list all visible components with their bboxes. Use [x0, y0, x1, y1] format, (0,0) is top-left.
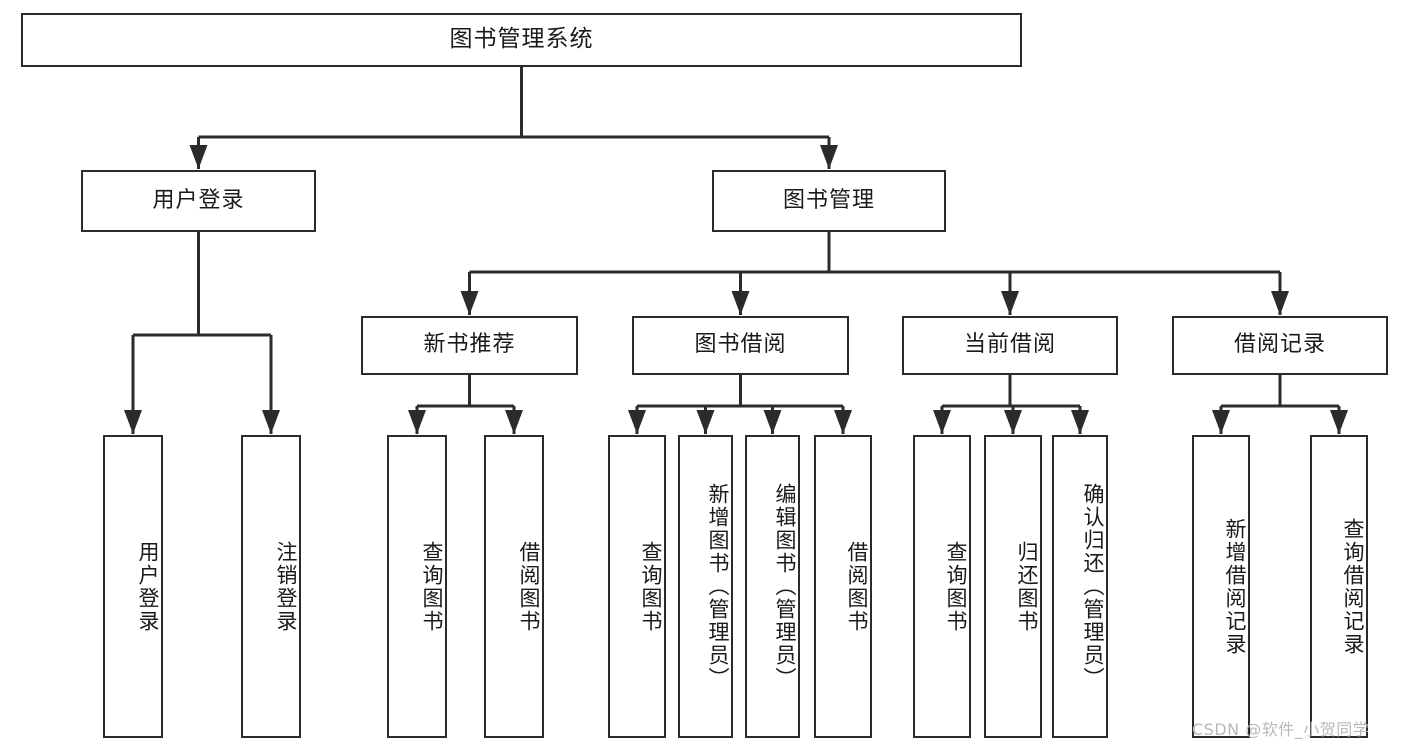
arrow-head-icon: [1001, 291, 1019, 315]
node-leaf-confirm-return[interactable]: 确认归还（管理员）: [1052, 435, 1108, 738]
node-book-manage[interactable]: 图书管理: [712, 170, 946, 232]
arrow-head-icon: [731, 291, 750, 315]
node-leaf-logout-label: 注销登录: [274, 540, 298, 633]
node-leaf-user-login-label: 用户登录: [136, 540, 160, 633]
node-leaf-query-book-3-label: 查询图书: [944, 540, 968, 633]
node-leaf-logout[interactable]: 注销登录: [241, 435, 301, 738]
arrow-head-icon: [933, 410, 951, 434]
node-leaf-query-book-2[interactable]: 查询图书: [608, 435, 666, 738]
arrow-head-icon: [834, 410, 852, 434]
arrow-head-icon: [124, 410, 142, 434]
arrow-head-icon: [460, 291, 479, 315]
arrow-head-icon: [262, 410, 280, 434]
arrow-head-icon: [820, 145, 838, 169]
node-borrow-record-label: 借阅记录: [1233, 332, 1326, 358]
arrow-head-icon: [408, 410, 426, 434]
node-leaf-return-book[interactable]: 归还图书: [984, 435, 1042, 738]
node-leaf-borrow-book-2[interactable]: 借阅图书: [814, 435, 872, 738]
node-new-book-rec-label: 新书推荐: [423, 332, 516, 358]
node-user-login-label: 用户登录: [152, 187, 245, 213]
arrow-head-icon: [505, 410, 523, 434]
node-leaf-add-record[interactable]: 新增借阅记录: [1192, 435, 1250, 738]
arrow-head-icon: [189, 145, 208, 169]
node-leaf-edit-book-label: 编辑图书（管理员）: [773, 483, 797, 690]
node-leaf-edit-book[interactable]: 编辑图书（管理员）: [745, 435, 800, 738]
node-leaf-borrow-book-1-label: 借阅图书: [517, 540, 541, 633]
arrow-head-icon: [628, 410, 646, 434]
csdn-watermark: CSDN @软件_小贺同学: [1192, 720, 1370, 739]
arrow-head-icon: [763, 410, 782, 434]
node-leaf-add-book-label: 新增图书（管理员）: [706, 483, 730, 690]
node-root-system[interactable]: 图书管理系统: [21, 13, 1022, 67]
node-leaf-return-book-label: 归还图书: [1015, 540, 1039, 633]
node-new-book-rec[interactable]: 新书推荐: [361, 316, 578, 375]
node-book-borrow[interactable]: 图书借阅: [632, 316, 849, 375]
node-leaf-query-book-1-label: 查询图书: [420, 540, 444, 633]
node-leaf-query-book-3[interactable]: 查询图书: [913, 435, 971, 738]
arrow-head-icon: [1212, 410, 1230, 434]
node-user-login[interactable]: 用户登录: [81, 170, 316, 232]
arrow-head-icon: [1330, 410, 1348, 434]
node-leaf-add-record-label: 新增借阅记录: [1223, 517, 1247, 656]
arrow-head-icon: [696, 410, 715, 434]
node-leaf-borrow-book-2-label: 借阅图书: [845, 540, 869, 633]
node-leaf-user-login[interactable]: 用户登录: [103, 435, 163, 738]
node-leaf-query-record[interactable]: 查询借阅记录: [1310, 435, 1368, 738]
node-leaf-add-book[interactable]: 新增图书（管理员）: [678, 435, 733, 738]
node-book-manage-label: 图书管理: [782, 187, 875, 213]
node-root-system-label: 图书管理系统: [449, 26, 594, 53]
arrow-head-icon: [1271, 291, 1289, 315]
node-leaf-query-book-1[interactable]: 查询图书: [387, 435, 447, 738]
arrow-head-icon: [1071, 410, 1089, 434]
node-borrow-record[interactable]: 借阅记录: [1172, 316, 1388, 375]
arrow-head-icon: [1004, 410, 1022, 434]
node-current-borrow[interactable]: 当前借阅: [902, 316, 1118, 375]
node-current-borrow-label: 当前借阅: [963, 332, 1056, 358]
node-leaf-confirm-return-label: 确认归还（管理员）: [1081, 483, 1105, 690]
node-book-borrow-label: 图书借阅: [694, 332, 787, 358]
node-leaf-query-book-2-label: 查询图书: [639, 540, 663, 633]
node-leaf-query-record-label: 查询借阅记录: [1341, 517, 1365, 656]
node-leaf-borrow-book-1[interactable]: 借阅图书: [484, 435, 544, 738]
